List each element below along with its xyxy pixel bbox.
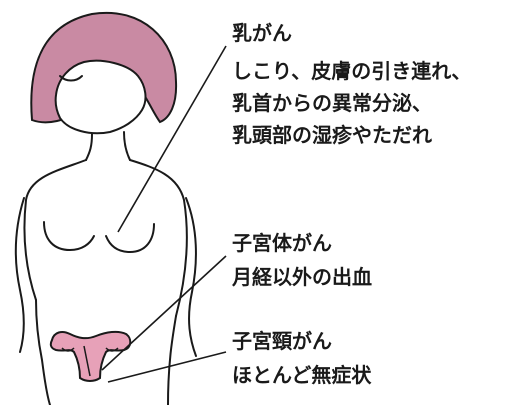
label-breast-cancer-title: 乳がん <box>232 21 292 45</box>
label-uterine-body-cancer-title: 子宮体がん <box>232 231 332 255</box>
left-breast <box>43 221 95 252</box>
torso-outline <box>23 159 188 317</box>
uterus <box>49 330 132 382</box>
right-breast <box>105 223 155 254</box>
label-breast-cancer-line-1: しこり、皮膚の引き連れ、 <box>232 59 472 83</box>
leader-line-breast <box>117 45 227 233</box>
right-arm <box>185 197 197 357</box>
left-arm <box>14 197 25 353</box>
leader-line-uterine-body <box>101 255 227 371</box>
leader-line-cervical <box>107 351 227 383</box>
label-breast-cancer-line-3: 乳頭部の湿疹やただれ <box>232 123 432 147</box>
label-breast-cancer-line-2: 乳首からの異常分泌、 <box>232 91 432 115</box>
label-uterine-body-cancer-line-1: 月経以外の出血 <box>232 265 372 289</box>
hips <box>35 299 177 405</box>
label-cervical-cancer-line-1: ほとんど無症状 <box>232 363 372 387</box>
label-cervical-cancer-title: 子宮頸がん <box>232 329 332 353</box>
face <box>54 59 147 135</box>
neck <box>85 131 131 161</box>
closed-eye <box>59 75 83 82</box>
